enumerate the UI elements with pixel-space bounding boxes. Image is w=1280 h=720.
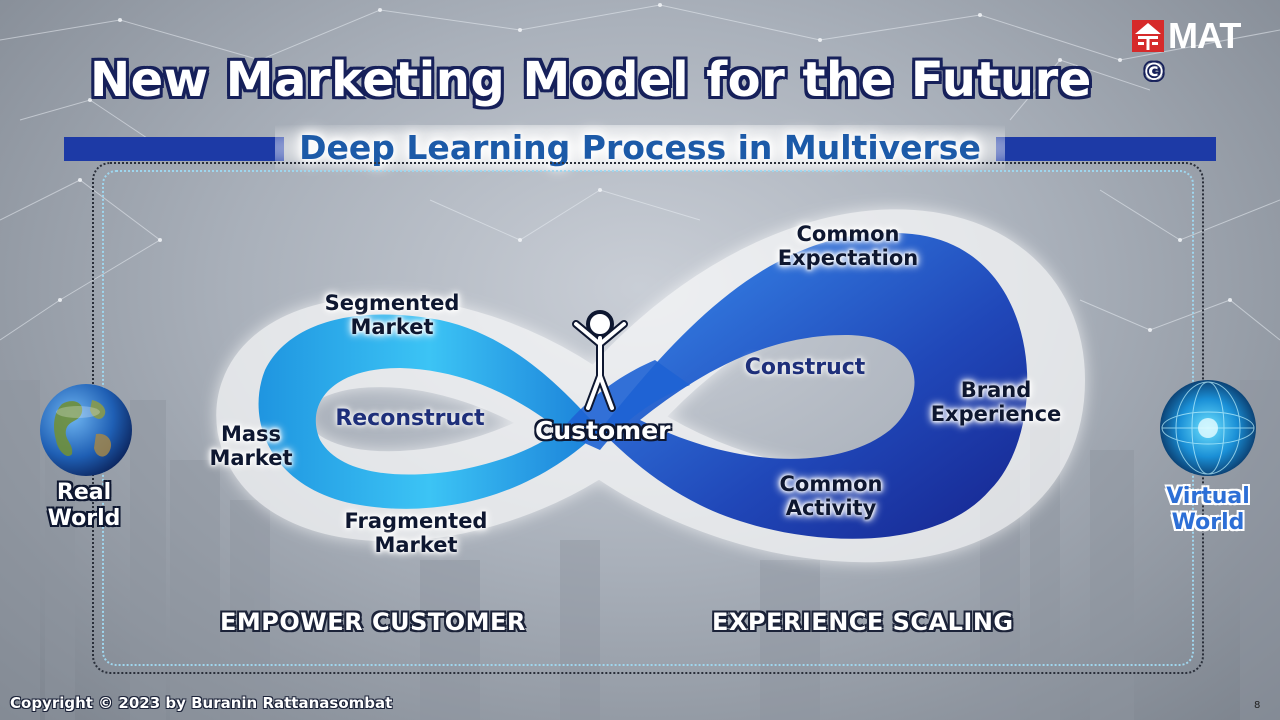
subtitle-bar-right xyxy=(996,137,1216,161)
virtual-world-line1: Virtual xyxy=(1166,484,1250,509)
reconstruct-label: Reconstruct xyxy=(335,406,485,431)
right-loop xyxy=(600,232,1028,539)
section-experience-scaling: EXPERIENCE SCALING xyxy=(712,608,1014,636)
node-segmented-line2: Market xyxy=(350,315,434,339)
node-brand-experience: Brand Experience xyxy=(924,378,1068,426)
digital-globe-icon xyxy=(1160,380,1256,476)
node-brand-line2: Experience xyxy=(930,402,1062,426)
node-mass-line1: Mass xyxy=(220,422,282,446)
slide-title: New Marketing Model for the Future xyxy=(90,52,1092,108)
node-fragmented-line2: Market xyxy=(374,533,458,557)
node-mass-line2: Market xyxy=(209,446,293,470)
mat-logo-icon xyxy=(1132,20,1164,52)
node-brand-line1: Brand xyxy=(960,378,1032,402)
page-number: 8 xyxy=(1254,700,1261,711)
node-activity-line2: Activity xyxy=(785,496,877,520)
node-segmented-market: Segmented Market xyxy=(322,291,462,339)
earth-globe-icon xyxy=(40,384,132,476)
node-expectation-line1: Common xyxy=(796,222,900,246)
node-segmented-line1: Segmented xyxy=(324,291,460,315)
left-loop xyxy=(258,314,600,509)
virtual-world-line2: World xyxy=(1171,510,1245,535)
mat-logo: MAT xyxy=(1132,15,1241,56)
subtitle-bar-left xyxy=(64,137,284,161)
person-icon xyxy=(572,310,628,412)
real-world-line1: Real xyxy=(56,480,112,505)
node-mass-market: Mass Market xyxy=(206,422,296,470)
title-copyright-mark: © xyxy=(1142,58,1166,86)
node-activity-line1: Common xyxy=(779,472,883,496)
section-empower-customer: EMPOWER CUSTOMER xyxy=(220,608,526,636)
copyright-footer: Copyright © 2023 by Buranin Rattanasomba… xyxy=(10,694,393,712)
node-expectation-line2: Expectation xyxy=(777,246,919,270)
node-common-activity: Common Activity xyxy=(766,472,896,520)
node-fragmented-line1: Fragmented xyxy=(344,509,488,533)
virtual-world-label: Virtual World xyxy=(1152,484,1264,536)
crossing-ribbon xyxy=(560,360,690,450)
construct-label: Construct xyxy=(744,355,866,380)
logo-text: MAT xyxy=(1168,15,1241,56)
customer-label: Customer xyxy=(535,416,671,445)
node-common-expectation: Common Expectation xyxy=(770,222,926,270)
real-world-label: Real World xyxy=(40,480,128,532)
node-fragmented-market: Fragmented Market xyxy=(340,509,492,557)
real-world-line2: World xyxy=(47,506,121,531)
